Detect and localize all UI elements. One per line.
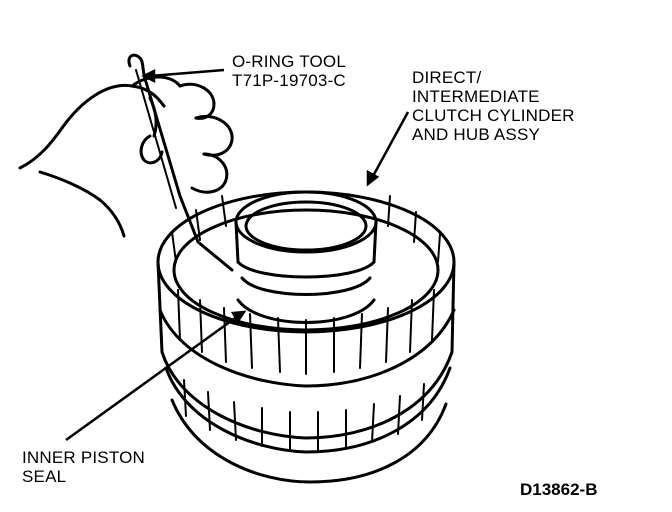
clutch-drum-drawing (156, 190, 456, 484)
figure-code: D13862-B (520, 480, 598, 499)
label-inner-seal-line2: SEAL (22, 467, 67, 486)
oring-tool-drawing (127, 53, 234, 272)
leader-oring-tool-arrow (141, 68, 156, 84)
label-clutch-assy-line4: AND HUB ASSY (412, 125, 541, 144)
label-clutch-assy-line2: INTERMEDIATE (412, 87, 540, 106)
label-inner-seal-line1: INNER PISTON (22, 448, 145, 467)
label-oring-tool-line1: O-RING TOOL (232, 52, 346, 71)
label-oring-tool-line2: T71P-19703-C (232, 71, 346, 90)
leader-clutch-assy-arrow (366, 169, 380, 187)
label-oring-tool: O-RING TOOL T71P-19703-C (232, 52, 346, 90)
leader-lines (65, 68, 410, 442)
label-clutch-assy: DIRECT/ INTERMEDIATE CLUTCH CYLINDER AND… (412, 68, 575, 144)
label-clutch-assy-line3: CLUTCH CYLINDER (412, 106, 575, 125)
leader-inner-seal-arrow (230, 310, 247, 324)
hand-drawing (18, 75, 234, 238)
leader-inner-seal (65, 314, 239, 442)
label-clutch-assy-line1: DIRECT/ (412, 68, 482, 87)
leader-clutch-assy (370, 111, 410, 179)
leader-oring-tool (149, 68, 225, 78)
label-inner-seal: INNER PISTON SEAL (22, 448, 145, 486)
hub-drawing (234, 190, 378, 324)
